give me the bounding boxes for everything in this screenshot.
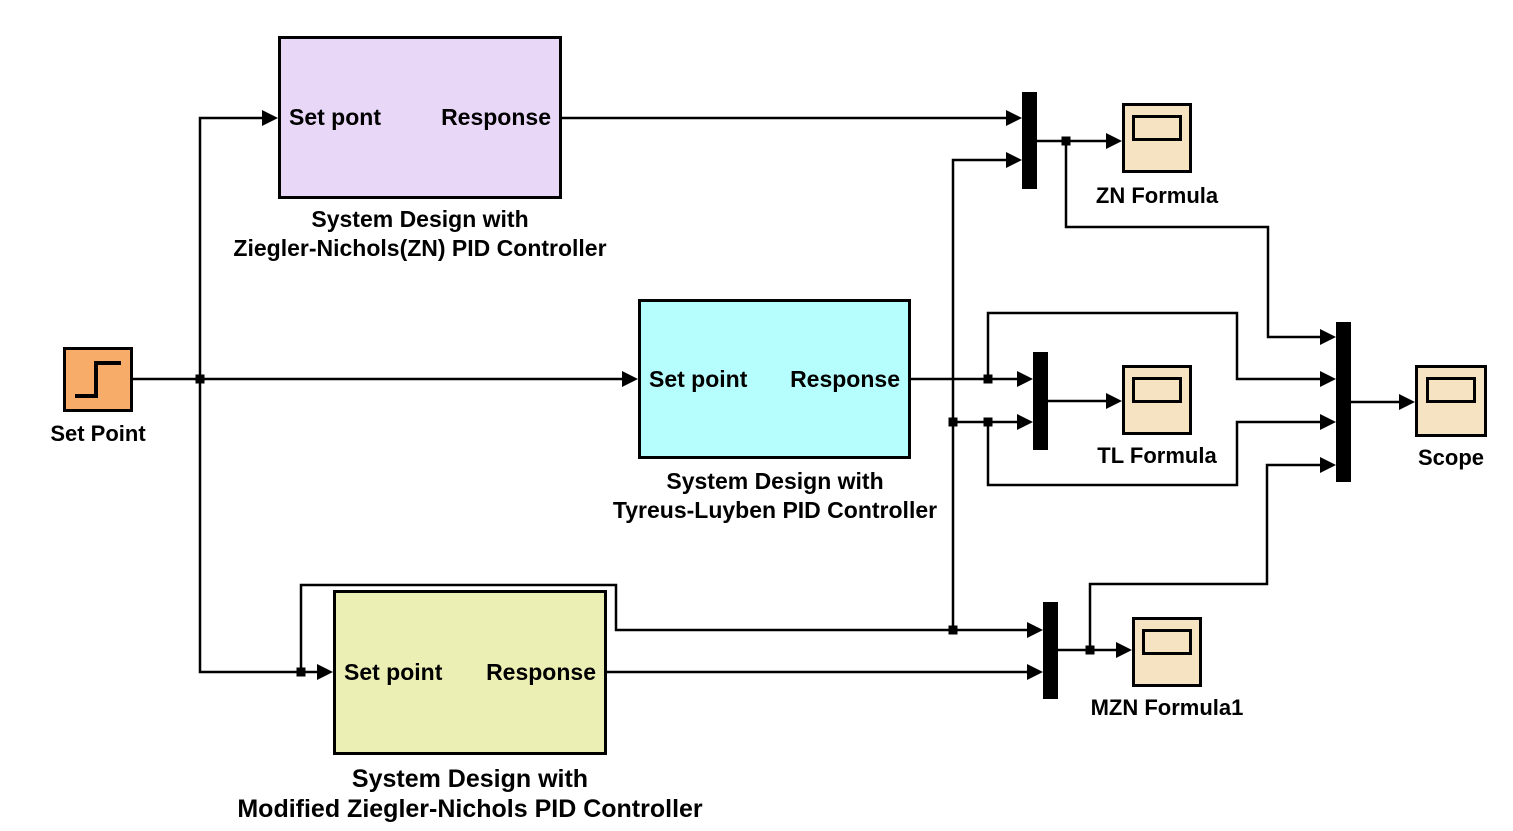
caption-line2: Modified Ziegler-Nichols PID Controller [237, 795, 703, 823]
mux-zn[interactable] [1022, 92, 1037, 189]
junction-dot [195, 374, 205, 384]
subsystem-tyreus-luyben-caption: System Design with Tyreus-Luyben PID Con… [515, 467, 1035, 525]
scope-screen-icon [1132, 377, 1182, 403]
wire-tl-bottom-loop-to-main-mux[interactable] [986, 420, 1328, 487]
arrowhead [262, 110, 278, 126]
caption-line2: Ziegler-Nichols(ZN) PID Controller [233, 235, 607, 261]
subsystem-modified-ziegler-nichols-caption: System Design with Modified Ziegler-Nich… [210, 764, 730, 824]
wire-mzn-branch-to-main-mux[interactable] [1088, 463, 1328, 650]
arrowhead [1027, 622, 1043, 638]
port-label-in: Set point [649, 365, 748, 392]
subsystem-ziegler-nichols-caption: System Design with Ziegler-Nichols(ZN) P… [160, 205, 680, 263]
scope-screen-icon [1142, 629, 1192, 655]
port-label-out: Response [486, 659, 596, 685]
subsystem-tyreus-luyben[interactable]: Set point Response [638, 299, 911, 459]
junction-dot [1061, 136, 1071, 146]
junction-dot [983, 417, 993, 427]
mux-mzn[interactable] [1043, 602, 1058, 699]
arrowhead [317, 664, 333, 680]
arrowhead [1320, 457, 1336, 473]
step-signal-icon [75, 360, 121, 398]
junction-dot [1085, 645, 1095, 655]
junction-dot [948, 417, 958, 427]
arrowhead [1017, 414, 1033, 430]
junction-dot [983, 374, 993, 384]
mux-tl[interactable] [1033, 352, 1048, 450]
arrowhead [1106, 393, 1122, 409]
arrowhead [622, 371, 638, 387]
arrowhead [1106, 133, 1122, 149]
scope-main[interactable] [1415, 365, 1487, 437]
scope-zn-formula[interactable] [1122, 103, 1192, 173]
junction-dot [296, 667, 306, 677]
arrowhead [1006, 152, 1022, 168]
arrowhead [1006, 110, 1022, 126]
wire-setpoint-riser-to-zn-mux[interactable] [951, 158, 1014, 630]
scope-tl-formula[interactable] [1122, 365, 1192, 435]
scope-tl-formula-label: TL Formula [1097, 443, 1217, 468]
mux-main[interactable] [1336, 322, 1351, 482]
port-label-out: Response [441, 104, 551, 130]
wire-setpoint-to-mzn[interactable] [198, 379, 325, 674]
step-source-block[interactable] [63, 347, 133, 412]
arrowhead [1320, 329, 1336, 345]
port-label-out: Response [790, 365, 900, 392]
arrowhead [1027, 664, 1043, 680]
arrowhead [1399, 394, 1415, 410]
arrowhead [1017, 371, 1033, 387]
arrowhead [1116, 642, 1132, 658]
step-source-label: Set Point [50, 421, 146, 446]
scope-main-label: Scope [1417, 445, 1485, 470]
wire-zn-branch-to-main-mux[interactable] [1064, 141, 1328, 339]
junction-dot [948, 625, 958, 635]
arrowhead [1320, 414, 1336, 430]
scope-screen-icon [1426, 377, 1476, 403]
caption-line2: Tyreus-Luyben PID Controller [612, 497, 938, 523]
scope-mzn-formula1[interactable] [1132, 617, 1202, 687]
caption-line1: System Design with [666, 468, 884, 494]
wire-setpoint-to-zn[interactable] [198, 116, 270, 379]
scope-zn-formula-label: ZN Formula [1095, 183, 1219, 208]
caption-line1: System Design with [311, 206, 529, 232]
subsystem-ziegler-nichols[interactable]: Set pont Response [278, 36, 562, 199]
port-label-in: Set pont [289, 104, 381, 130]
wire-setpoint-bypass-to-mzn-mux[interactable] [299, 583, 1035, 672]
scope-screen-icon [1132, 115, 1182, 141]
caption-line1: System Design with [351, 765, 589, 793]
scope-mzn-formula1-label: MZN Formula1 [1090, 695, 1244, 720]
wire-tl-top-loop-to-main-mux[interactable] [986, 311, 1328, 381]
subsystem-modified-ziegler-nichols[interactable]: Set point Response [333, 590, 607, 755]
port-label-in: Set point [344, 659, 443, 685]
arrowhead [1320, 371, 1336, 387]
